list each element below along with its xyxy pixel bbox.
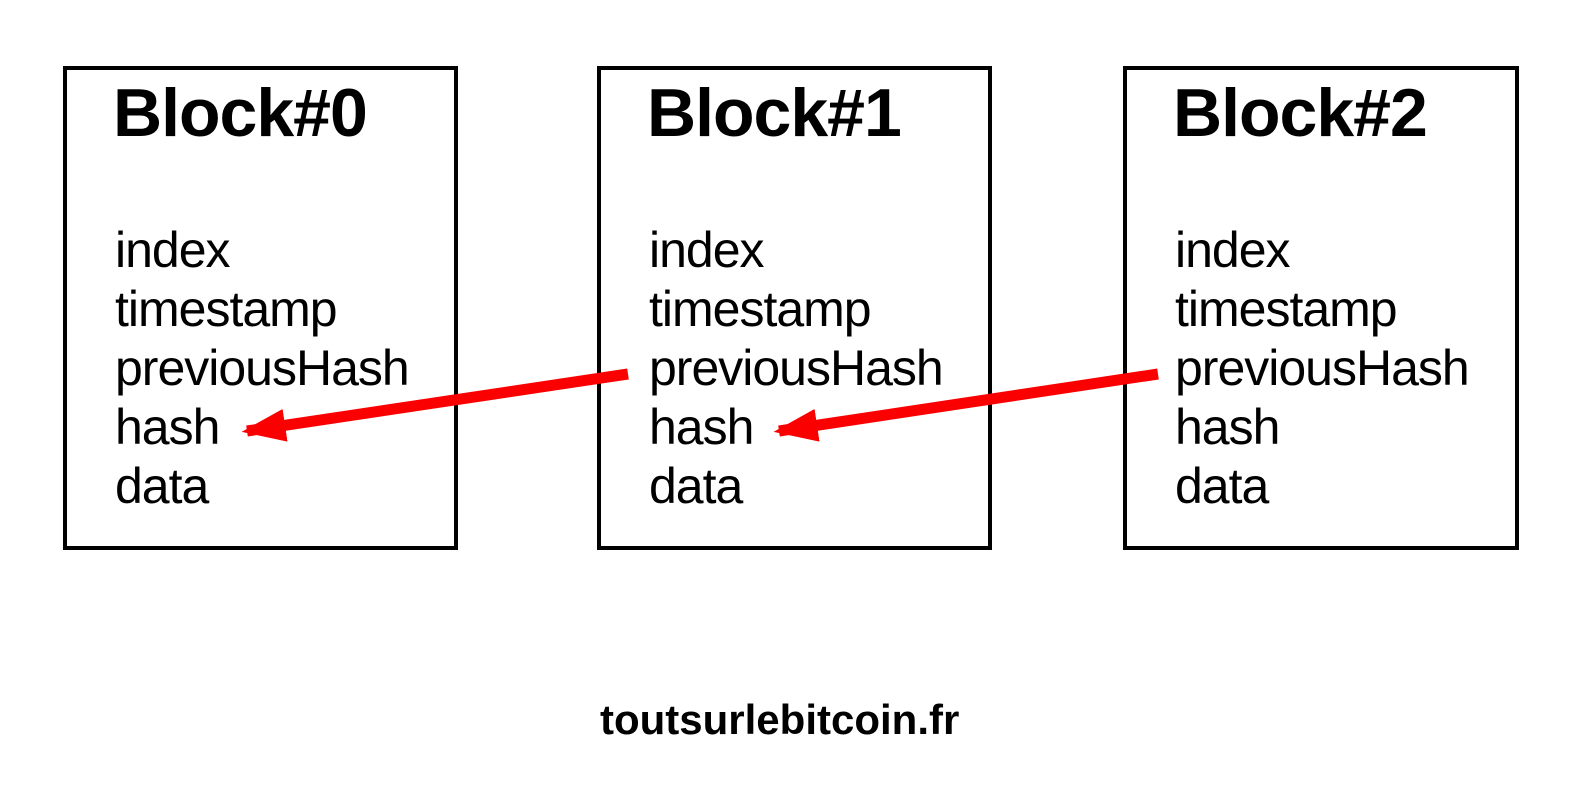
watermark-text: toutsurlebitcoin.fr: [600, 696, 960, 743]
block-0: Block#0 index timestamp previousHash has…: [63, 66, 458, 550]
field-index: index: [649, 222, 765, 278]
field-previoushash: previousHash: [1175, 340, 1470, 396]
field-previoushash: previousHash: [649, 340, 944, 396]
field-data: data: [1175, 458, 1269, 514]
block-2: Block#2 index timestamp previousHash has…: [1123, 66, 1519, 550]
block-1: Block#1 index timestamp previousHash has…: [597, 66, 992, 550]
field-hash: hash: [115, 399, 220, 455]
block-field-list: index timestamp previousHash hash data: [649, 221, 944, 516]
field-hash: hash: [649, 399, 754, 455]
field-timestamp: timestamp: [115, 281, 338, 337]
field-data: data: [115, 458, 209, 514]
field-hash: hash: [1175, 399, 1280, 455]
block-title: Block#2: [1173, 75, 1428, 151]
field-data: data: [649, 458, 743, 514]
block-field-list: index timestamp previousHash hash data: [1175, 221, 1470, 516]
field-previoushash: previousHash: [115, 340, 410, 396]
block-title: Block#1: [647, 75, 902, 151]
block-title: Block#0: [113, 75, 368, 151]
field-timestamp: timestamp: [1175, 281, 1398, 337]
block-field-list: index timestamp previousHash hash data: [115, 221, 410, 516]
field-index: index: [1175, 222, 1291, 278]
field-timestamp: timestamp: [649, 281, 872, 337]
field-index: index: [115, 222, 231, 278]
